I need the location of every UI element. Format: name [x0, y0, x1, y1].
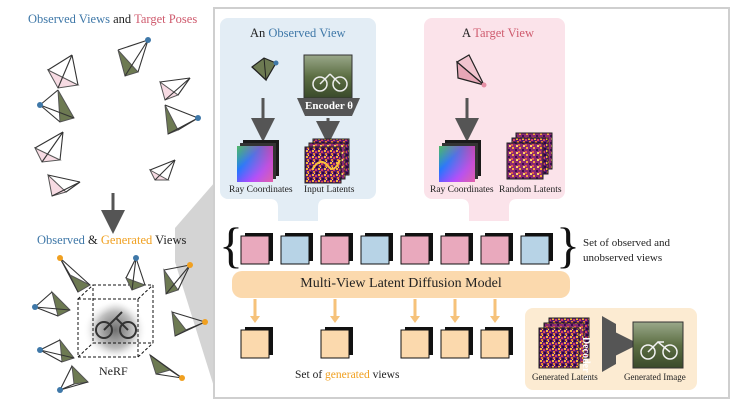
encoder-block	[297, 98, 360, 116]
and-label: and	[110, 12, 135, 26]
camera-frustum-icon	[37, 338, 75, 363]
target-camera-icon	[455, 54, 487, 88]
generated-label: Generated	[100, 233, 153, 247]
set-label-line1: Set of observed and	[583, 237, 671, 249]
set-label-line2: unobserved views	[583, 252, 663, 264]
right-brace: }	[556, 217, 580, 273]
observed-view-token	[360, 233, 393, 265]
a-label: A	[462, 26, 474, 40]
camera-frustum-icon	[32, 290, 71, 317]
observed-view-token	[280, 233, 313, 265]
generated-views-scene	[32, 255, 208, 393]
zoom-funnel	[175, 182, 215, 390]
camera-frustum-icon	[57, 255, 92, 293]
observed-view-token	[520, 233, 553, 265]
observed-ray-label: Ray Coordinates	[229, 185, 293, 195]
generated-latents-label: Generated Latents	[532, 372, 598, 382]
generated-word-label: generated	[325, 369, 370, 381]
target-view-token	[400, 233, 433, 265]
generated-image	[632, 321, 684, 369]
set-of-label: Set of	[295, 369, 326, 381]
target-view-token	[320, 233, 353, 265]
random-latents-label: Random Latents	[499, 185, 562, 195]
target-poses-label: Target Poses	[134, 12, 198, 26]
view-token-row	[240, 233, 553, 265]
generated-latents-stack	[538, 317, 590, 369]
generated-view-token	[480, 327, 513, 359]
target-panel-title: A Target View	[462, 26, 534, 41]
camera-frustum-icon	[124, 255, 147, 291]
encoder-label: Encoder θ	[305, 100, 354, 112]
ampersand-label: &	[84, 233, 101, 247]
views-word-label: views	[369, 369, 400, 381]
observed-generated-title: Observed & Generated Views	[37, 233, 186, 248]
observed-and-target-poses-scene	[33, 37, 201, 197]
camera-frustum-icon	[171, 310, 208, 337]
camera-frustum-icon	[117, 37, 151, 77]
model-label: Multi-View Latent Diffusion Model	[300, 276, 502, 291]
set-observed-unobserved-label: Set of observed and unobserved views	[583, 236, 670, 266]
generated-token-row	[240, 327, 513, 359]
camera-frustum-icon	[148, 159, 176, 181]
camera-frustum-icon	[163, 262, 193, 295]
left-brace: {	[219, 217, 243, 273]
observed-label: Observed	[37, 233, 85, 247]
generated-set-label: Set of generated views	[295, 369, 399, 381]
views-label: Views	[152, 233, 187, 247]
generated-view-token	[400, 327, 433, 359]
input-latents-stack	[304, 138, 350, 184]
observed-ray-coordinates-image	[237, 140, 279, 182]
camera-frustum-icon	[37, 89, 75, 123]
observed-view-label: Observed View	[268, 26, 346, 40]
camera-frustum-icon	[149, 353, 185, 381]
target-view-label: Target View	[473, 26, 534, 40]
input-latents-label: Input Latents	[304, 185, 355, 195]
observed-views-label: Observed Views	[28, 12, 110, 26]
generated-view-token	[240, 327, 273, 359]
random-latents-stack	[506, 132, 553, 180]
model-bar	[232, 271, 570, 298]
observed-camera-icon	[251, 57, 279, 82]
target-view-token	[440, 233, 473, 265]
target-view-token	[480, 233, 513, 265]
observed-and-target-title: Observed Views and Target Poses	[28, 12, 197, 27]
camera-frustum-icon	[47, 173, 81, 197]
generated-image-label: Generated Image	[624, 372, 686, 382]
camera-frustum-icon	[33, 131, 64, 163]
observed-panel-title: An Observed View	[250, 26, 346, 41]
nerf-label: NeRF	[99, 364, 128, 378]
camera-frustum-icon	[46, 54, 80, 89]
generated-view-token	[440, 327, 473, 359]
decoder-block	[602, 316, 616, 372]
camera-frustum-icon	[164, 104, 201, 135]
camera-frustum-icon	[159, 77, 191, 101]
generated-arrows	[250, 299, 500, 323]
target-view-token	[240, 233, 273, 265]
generated-view-token	[320, 327, 353, 359]
target-ray-coordinates-image	[439, 140, 481, 182]
an-label: An	[250, 26, 269, 40]
camera-frustum-icon	[57, 364, 90, 393]
observed-photo	[303, 54, 353, 99]
target-ray-label: Ray Coordinates	[430, 185, 494, 195]
